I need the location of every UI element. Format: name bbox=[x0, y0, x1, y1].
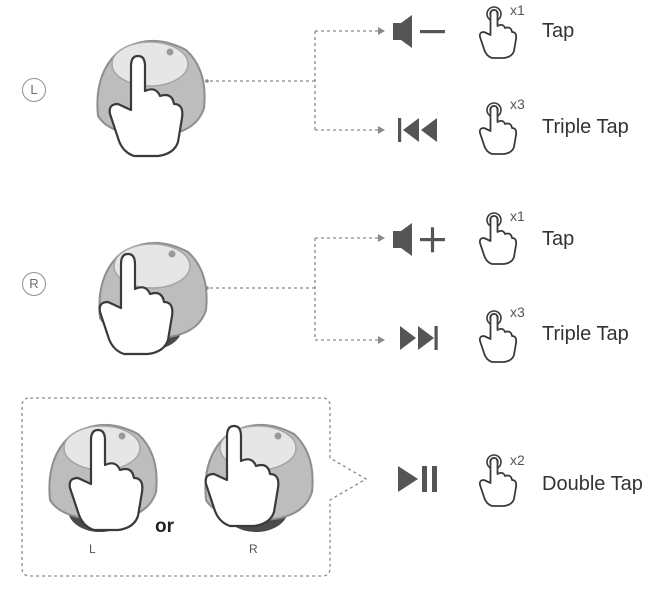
volume-down-icon bbox=[393, 15, 445, 48]
previous-track-icon bbox=[398, 118, 437, 142]
volume-up-icon bbox=[393, 223, 445, 256]
play-pause-icon bbox=[398, 466, 437, 492]
right-earbud-illustration bbox=[98, 241, 208, 356]
right-side-badge: R bbox=[22, 272, 46, 296]
callout-left-earbud bbox=[48, 423, 158, 533]
tap-count: x1 bbox=[510, 2, 525, 18]
gesture-label: Double Tap bbox=[542, 473, 643, 495]
callout-right-earbud bbox=[204, 423, 314, 533]
left-earbud-illustration bbox=[96, 39, 206, 158]
gesture-label: Tap bbox=[542, 20, 575, 42]
gesture-label: Triple Tap bbox=[542, 323, 629, 345]
gesture-label: Tap bbox=[542, 228, 575, 250]
left-side-badge: L bbox=[22, 78, 46, 102]
callout-right-label: R bbox=[249, 542, 258, 556]
left-connector-lines bbox=[205, 30, 380, 131]
or-label: or bbox=[155, 516, 174, 537]
tap-count: x3 bbox=[510, 304, 525, 320]
tap-count: x2 bbox=[510, 452, 525, 468]
next-track-icon bbox=[400, 326, 438, 350]
tap-count: x1 bbox=[510, 208, 525, 224]
callout-left-label: L bbox=[89, 542, 96, 556]
right-connector-lines bbox=[205, 237, 380, 341]
tap-count: x3 bbox=[510, 96, 525, 112]
gesture-label: Triple Tap bbox=[542, 116, 629, 138]
callout-box bbox=[21, 397, 368, 577]
